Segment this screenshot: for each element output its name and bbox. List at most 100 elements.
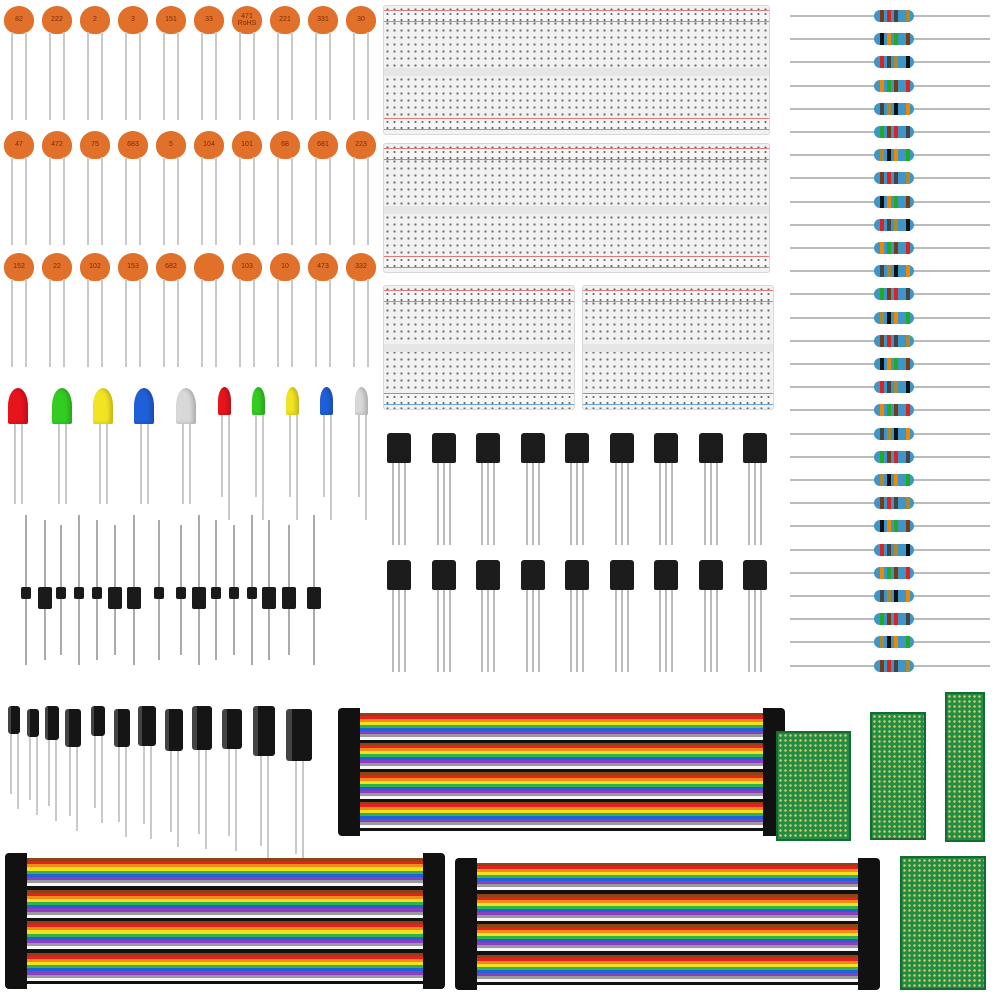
lead: [65, 424, 67, 504]
jumper-wire: [475, 920, 860, 925]
diode-body: [282, 587, 296, 609]
capacitor-body: [222, 709, 242, 749]
diode: [262, 520, 276, 660]
color-band: [894, 288, 898, 301]
jumper-wire: [358, 792, 765, 797]
color-band: [887, 381, 891, 394]
capacitor-disc: 10: [270, 253, 300, 281]
color-band: [894, 126, 898, 138]
lead: [626, 590, 629, 672]
jumper-wire: [475, 975, 860, 980]
color-band: [906, 172, 910, 185]
resistor-body: [874, 590, 914, 602]
jumper-wire: [358, 736, 765, 741]
lead: [626, 463, 629, 545]
jumper-wire: [25, 965, 425, 969]
resistor-body: [874, 636, 914, 649]
resistor-body: [874, 404, 914, 417]
capacitor-label: 101: [241, 141, 253, 149]
transistor-body: [609, 433, 634, 463]
lead: [254, 415, 257, 497]
color-band: [880, 218, 884, 231]
lead: [147, 424, 149, 504]
resistor: [790, 381, 990, 394]
led-dome: [286, 387, 299, 415]
lead: [235, 749, 237, 851]
jumper-wire: [25, 924, 425, 928]
jumper-wire: [475, 893, 860, 898]
lead: [25, 279, 27, 367]
jumper-wire: [25, 936, 425, 941]
lead: [99, 424, 101, 504]
color-band: [887, 659, 891, 672]
lead: [481, 590, 483, 672]
capacitor-disc: 332: [346, 253, 376, 281]
resistor: [790, 33, 990, 46]
color-band: [880, 404, 884, 417]
jumper-wire: [358, 769, 765, 773]
jumper-wire: [475, 899, 860, 904]
color-band: [906, 10, 910, 22]
ceramic-capacitor: 82: [4, 6, 34, 126]
color-band: [880, 543, 884, 556]
capacitor-label: 75: [91, 141, 99, 149]
lead: [215, 32, 217, 120]
transistor: [476, 433, 500, 548]
jumper-wire: [25, 952, 425, 957]
color-band: [894, 404, 898, 417]
lead: [177, 157, 179, 245]
resistor: [790, 311, 990, 324]
lead: [487, 590, 489, 672]
jumper-wire: [475, 911, 860, 916]
lead: [322, 415, 325, 497]
jumper-wire: [358, 763, 765, 767]
transistor: [520, 433, 545, 548]
transistor-body: [520, 433, 545, 463]
ceramic-capacitor: 101: [232, 131, 262, 251]
color-band: [887, 149, 891, 162]
lead: [49, 32, 51, 120]
capacitor-disc: 681: [308, 131, 338, 159]
capacitor-label: 104: [203, 141, 215, 149]
color-band: [887, 427, 891, 440]
lead: [177, 751, 179, 847]
lead: [25, 157, 27, 245]
resistor: [790, 334, 990, 347]
color-band: [880, 102, 884, 115]
lead: [227, 415, 230, 520]
capacitor-label: 332: [355, 263, 367, 271]
jumper-wire: [475, 890, 860, 894]
lead: [291, 32, 293, 120]
lead: [367, 32, 369, 120]
capacitor-label: 223: [355, 141, 367, 149]
lead: [671, 463, 673, 545]
color-band: [906, 102, 910, 115]
transistor: [743, 560, 767, 675]
lead: [253, 279, 255, 367]
capacitor-label: 33: [205, 16, 213, 24]
diode: [56, 525, 66, 655]
color-band: [906, 381, 910, 394]
ceramic-capacitor: 331: [308, 6, 338, 126]
jumper-wire: [475, 917, 860, 922]
resistor: [790, 172, 990, 185]
diode: [307, 515, 321, 665]
jumper-wire: [25, 980, 425, 985]
lead: [302, 761, 304, 869]
ceramic-capacitor: 104: [194, 131, 224, 251]
capacitor-disc: 68: [270, 131, 300, 159]
color-band: [894, 450, 898, 463]
diode-body: [229, 587, 239, 599]
jumper-wire: [475, 896, 860, 901]
jumper-wire: [25, 946, 425, 950]
lead: [367, 279, 369, 367]
lead: [754, 463, 756, 545]
ceramic-capacitor: 681: [308, 131, 338, 251]
jumper-wire: [25, 961, 425, 966]
resistor-body: [874, 427, 914, 440]
ceramic-capacitor: 222: [42, 6, 72, 126]
lead: [748, 590, 750, 672]
jumper-wire: [475, 972, 860, 977]
color-band: [894, 381, 898, 394]
jumper-wire: [475, 902, 860, 907]
